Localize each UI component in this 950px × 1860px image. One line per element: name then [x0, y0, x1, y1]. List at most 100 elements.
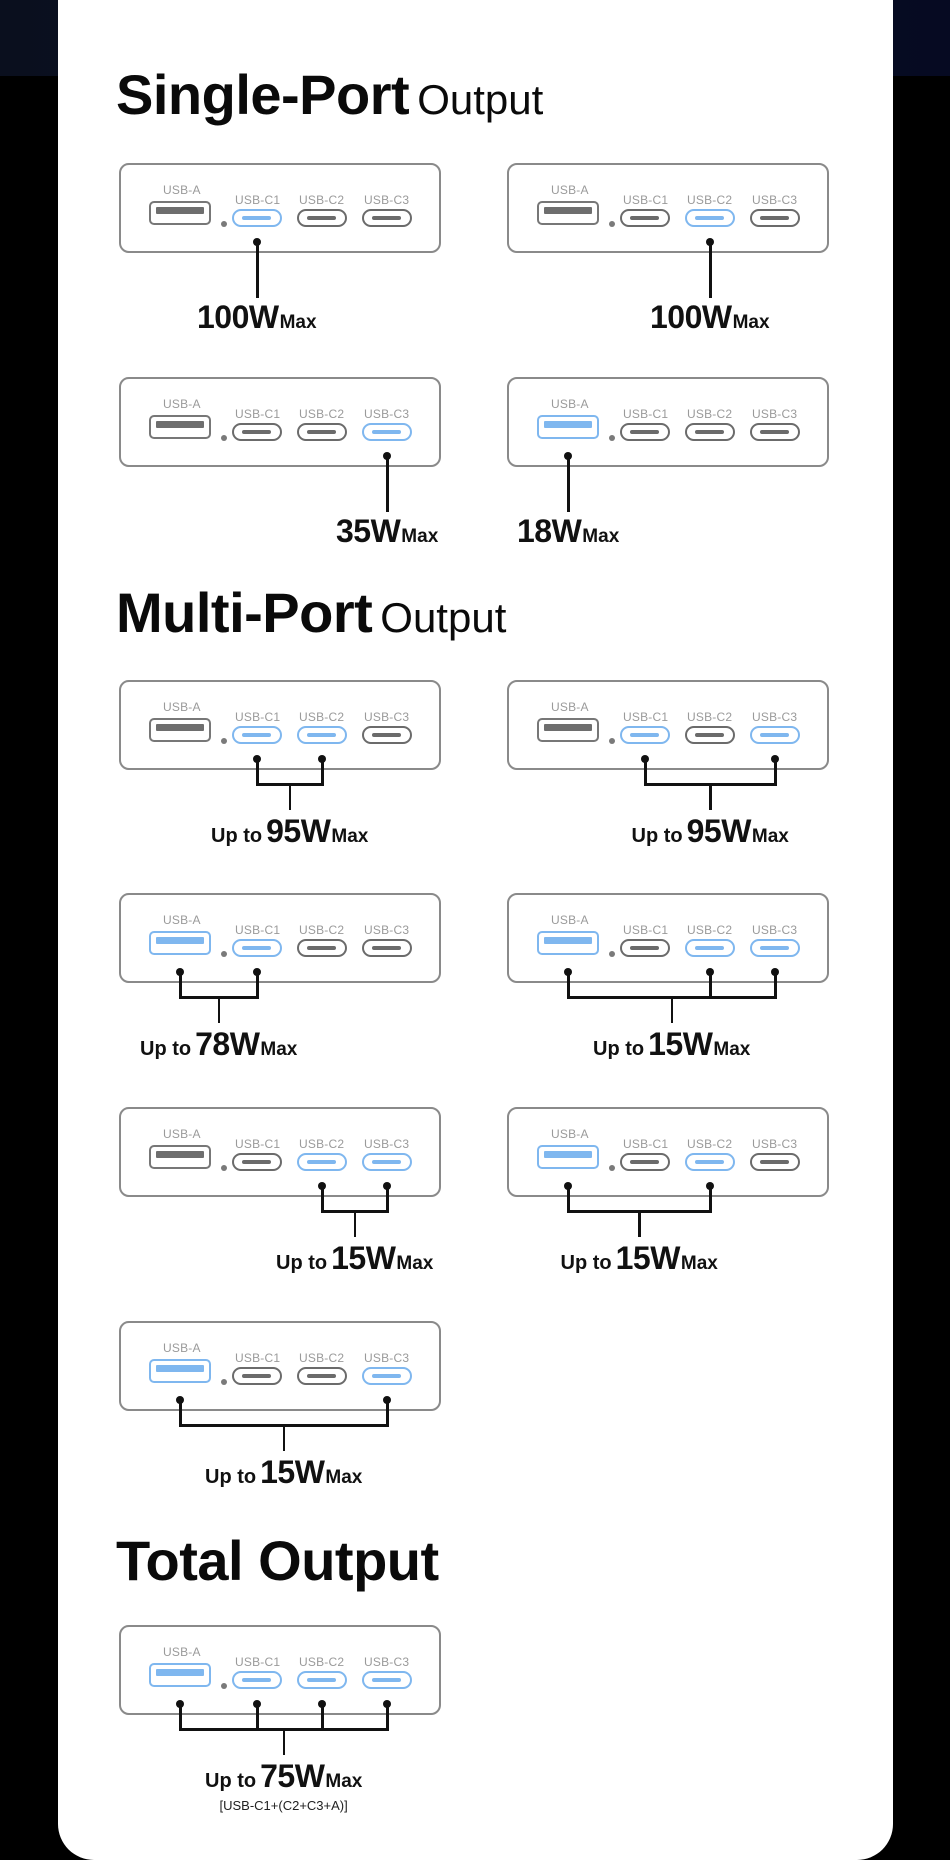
- port-slot: [695, 946, 724, 950]
- port-label: USB-A: [551, 183, 589, 197]
- connector-stem: [282, 1728, 285, 1755]
- port-label: USB-A: [163, 1341, 201, 1355]
- port-slot: [156, 724, 204, 731]
- port-label: USB-C3: [364, 1137, 410, 1151]
- port-slot: [544, 1151, 592, 1158]
- connector-line: [774, 759, 777, 785]
- rating-value: 95W: [266, 813, 331, 849]
- port-label: USB-C3: [752, 923, 798, 937]
- usb-c1-port: [232, 1671, 282, 1689]
- connector-line: [386, 1400, 389, 1426]
- port-slot: [242, 1678, 271, 1682]
- rating-value: 100W: [650, 299, 732, 335]
- port-label: USB-C1: [235, 407, 281, 421]
- rating-suffix: Max: [680, 1253, 718, 1274]
- port-slot: [307, 946, 336, 950]
- port-label: USB-A: [551, 700, 589, 714]
- usb-c1-port: [620, 726, 670, 744]
- indicator-led: [221, 738, 227, 744]
- rating-prefix: Up to: [205, 1466, 257, 1488]
- rating-suffix: Max: [331, 826, 369, 847]
- connector-line: [644, 759, 647, 785]
- port-label: USB-C2: [299, 923, 345, 937]
- rating-value: 78W: [195, 1026, 260, 1062]
- rating-value: 15W: [260, 1454, 325, 1490]
- port-slot: [695, 733, 724, 737]
- usb-c2-port: [685, 423, 735, 441]
- connector-stem: [353, 1210, 356, 1237]
- rating-suffix: Max: [325, 1771, 363, 1792]
- rating-prefix: Up to: [211, 825, 263, 847]
- port-label: USB-C3: [364, 923, 410, 937]
- connector-line: [321, 1704, 324, 1730]
- connector-stem: [709, 783, 712, 810]
- connector-line: [386, 1704, 389, 1730]
- port-slot: [544, 724, 592, 731]
- usb-c3-port: [362, 726, 412, 744]
- port-label: USB-C2: [687, 923, 733, 937]
- usb-a-port: [149, 201, 211, 225]
- connector-line: [386, 456, 389, 512]
- indicator-led: [609, 435, 615, 441]
- usb-c1-port: [620, 423, 670, 441]
- heading-bold: Total Output: [116, 1529, 439, 1592]
- connector-line: [256, 759, 259, 785]
- usb-c3-port: [362, 1367, 412, 1385]
- usb-a-port: [537, 415, 599, 439]
- indicator-led: [221, 1379, 227, 1385]
- usb-c3-port: [362, 1671, 412, 1689]
- connector-line: [567, 456, 570, 512]
- port-slot: [544, 207, 592, 214]
- port-label: USB-C1: [235, 1655, 281, 1669]
- usb-c3-port: [750, 939, 800, 957]
- power-rating: 35WMax: [336, 513, 438, 550]
- port-label: USB-C3: [752, 710, 798, 724]
- rating-suffix: Max: [325, 1467, 363, 1488]
- power-rating: 100WMax: [650, 299, 770, 336]
- connector-line: [321, 759, 324, 785]
- connector-stem: [670, 996, 673, 1023]
- port-slot: [760, 733, 789, 737]
- connector-line: [386, 1186, 389, 1212]
- usb-c1-port: [620, 209, 670, 227]
- connector-stem: [217, 996, 220, 1023]
- rating-value: 75W: [260, 1758, 325, 1794]
- connector-line: [256, 1704, 259, 1730]
- usb-c3-port: [750, 209, 800, 227]
- usb-a-port: [537, 1145, 599, 1169]
- port-label: USB-C3: [752, 407, 798, 421]
- port-label: USB-C1: [235, 193, 281, 207]
- usb-c1-port: [232, 1153, 282, 1171]
- port-slot: [156, 1151, 204, 1158]
- rating-value: 15W: [331, 1240, 396, 1276]
- usb-c3-port: [362, 209, 412, 227]
- rating-suffix: Max: [401, 526, 439, 547]
- port-label: USB-C1: [623, 1137, 669, 1151]
- rating-suffix: Max: [396, 1253, 434, 1274]
- port-slot: [695, 430, 724, 434]
- port-label: USB-C1: [623, 710, 669, 724]
- port-label: USB-C2: [299, 1137, 345, 1151]
- usb-c2-port: [297, 209, 347, 227]
- usb-c1-port: [232, 1367, 282, 1385]
- port-slot: [760, 430, 789, 434]
- rating-suffix: Max: [260, 1039, 298, 1060]
- port-slot: [372, 946, 401, 950]
- port-slot: [307, 1160, 336, 1164]
- port-slot: [242, 733, 271, 737]
- port-slot: [630, 946, 659, 950]
- usb-c2-port: [685, 726, 735, 744]
- usb-c3-port: [362, 1153, 412, 1171]
- port-slot: [307, 216, 336, 220]
- heading-light: Output: [417, 76, 544, 123]
- port-slot: [242, 946, 271, 950]
- port-slot: [156, 207, 204, 214]
- port-label: USB-A: [551, 1127, 589, 1141]
